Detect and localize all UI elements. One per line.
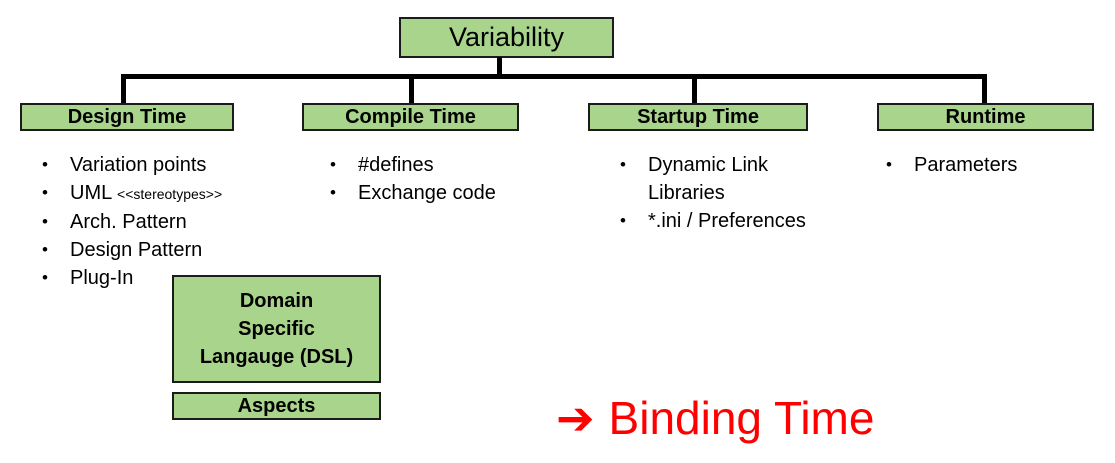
connector-stub-runtime <box>982 74 987 104</box>
bullet-icon: • <box>620 155 626 174</box>
list-item-text: #defines <box>358 154 434 176</box>
connector-stub-design-time <box>121 74 126 104</box>
bullet-icon: • <box>330 183 336 202</box>
variability-root-box: Variability <box>399 17 614 58</box>
list-item: • Variation points <box>40 151 300 179</box>
bullet-icon: • <box>620 211 626 230</box>
connector-riser-line <box>497 57 502 78</box>
bullet-icon: • <box>330 155 336 174</box>
connector-stub-compile-time <box>409 74 414 104</box>
list-item: • #defines <box>328 151 558 179</box>
compile-time-label: Compile Time <box>345 105 476 128</box>
design-time-box: Design Time <box>20 103 234 131</box>
startup-time-box: Startup Time <box>588 103 808 131</box>
binding-time-label: Binding Time <box>608 392 875 444</box>
list-item: • Dynamic Link Libraries <box>618 151 818 207</box>
bullet-icon: • <box>42 268 48 287</box>
connector-stub-startup-time <box>692 74 697 104</box>
list-item-text: Arch. Pattern <box>70 211 187 233</box>
list-item-suffix: <<stereotypes>> <box>117 186 223 202</box>
list-item-text: UML <box>70 182 118 204</box>
list-item: • UML <<stereotypes>> <box>40 179 300 208</box>
list-item: • *.ini / Preferences <box>618 207 818 235</box>
dsl-line: Specific <box>238 318 315 340</box>
connector-horizontal-line <box>121 74 987 79</box>
list-item-text: Plug-In <box>70 267 134 289</box>
list-item: • Design Pattern <box>40 236 300 264</box>
compile-time-box: Compile Time <box>302 103 519 131</box>
aspects-label: Aspects <box>237 394 316 417</box>
design-time-label: Design Time <box>67 105 187 128</box>
list-item: • Arch. Pattern <box>40 208 300 236</box>
dsl-line: Langauge (DSL) <box>199 346 354 368</box>
runtime-box: Runtime <box>877 103 1094 131</box>
bullet-icon: • <box>42 155 48 174</box>
list-item-text: Exchange code <box>358 182 496 204</box>
design-time-list: • Variation points • UML <<stereotypes>>… <box>40 151 300 292</box>
variability-root-label: Variability <box>448 22 565 52</box>
list-item-text: Dynamic Link Libraries <box>648 154 769 204</box>
right-arrow-icon: ➔ <box>556 392 595 444</box>
bullet-icon: • <box>886 155 892 174</box>
bullet-icon: • <box>42 240 48 259</box>
bullet-icon: • <box>42 183 48 202</box>
runtime-label: Runtime <box>945 105 1026 128</box>
compile-time-list: • #defines • Exchange code <box>328 151 558 207</box>
aspects-box: Aspects <box>172 392 381 420</box>
list-item: • Exchange code <box>328 179 558 207</box>
runtime-list: • Parameters <box>884 151 1104 179</box>
list-item-text: Design Pattern <box>70 239 203 261</box>
list-item-text: Variation points <box>70 154 207 176</box>
bullet-icon: • <box>42 212 48 231</box>
startup-time-list: • Dynamic Link Libraries • *.ini / Prefe… <box>618 151 818 235</box>
binding-time-annotation: ➔ Binding Time <box>556 392 874 444</box>
list-item: • Parameters <box>884 151 1104 179</box>
startup-time-label: Startup Time <box>637 105 759 128</box>
list-item-text: Parameters <box>914 154 1018 176</box>
dsl-line: Domain <box>239 290 314 312</box>
list-item: • Plug-In <box>40 264 300 292</box>
dsl-box: Domain Specific Langauge (DSL) <box>172 275 381 383</box>
list-item-text: *.ini / Preferences <box>648 210 806 232</box>
